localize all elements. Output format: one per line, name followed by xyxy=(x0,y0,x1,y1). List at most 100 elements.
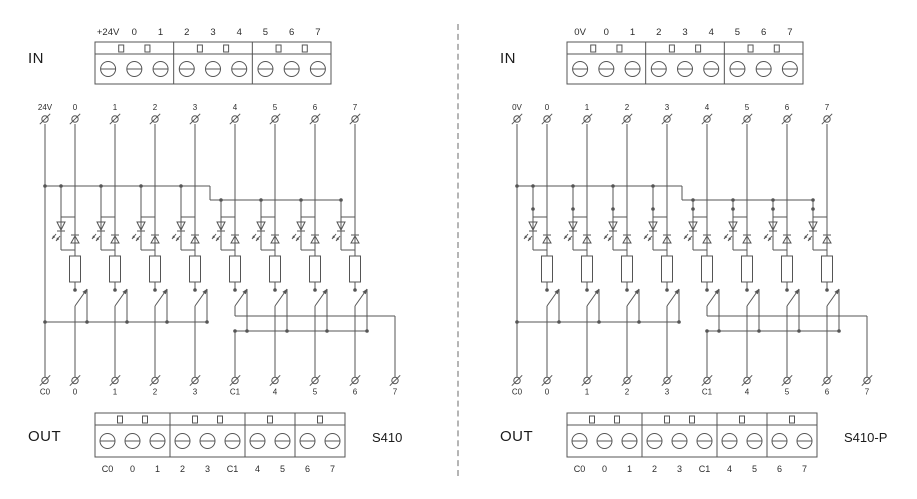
wire-bottom-point xyxy=(583,376,591,385)
wire-bottom-label: 0 xyxy=(545,388,550,397)
out-label: OUT xyxy=(28,428,62,445)
resistor xyxy=(149,255,161,283)
wire-bottom-point xyxy=(41,376,49,385)
arrowhead xyxy=(634,289,639,295)
clamp-slot xyxy=(664,415,670,424)
wire-top-point xyxy=(823,115,831,123)
wire-top-label: 4 xyxy=(233,103,238,112)
wire-bottom-label: 3 xyxy=(665,388,670,397)
junction-dot xyxy=(313,288,317,292)
wire-top-point xyxy=(583,115,591,123)
in-terminal-label: 4 xyxy=(709,27,714,38)
junction-dot xyxy=(545,288,549,292)
clamp-slot xyxy=(739,415,745,424)
in-label: IN xyxy=(500,50,516,67)
wire-top-label: 6 xyxy=(313,103,318,112)
arrowhead xyxy=(92,235,96,239)
wire-top-label: 0 xyxy=(73,103,78,112)
arrowhead xyxy=(808,237,812,241)
resistor xyxy=(541,255,553,283)
wire-bottom-point-slash xyxy=(389,374,401,387)
wire-bottom-point xyxy=(391,376,399,385)
wire-top-point xyxy=(543,115,551,123)
wire-top-label: 0V xyxy=(512,103,522,112)
wire-top-point-slash xyxy=(741,113,753,125)
clamp-slot xyxy=(223,44,230,53)
wire-bottom-point-slash xyxy=(861,374,873,387)
led-triangle xyxy=(96,221,106,232)
junction-dot xyxy=(139,184,143,188)
wire-bottom-point-slash xyxy=(511,374,523,387)
resistor xyxy=(309,255,321,283)
arrowhead xyxy=(52,235,56,239)
arrowhead xyxy=(296,237,300,241)
wire-bottom-point-slash xyxy=(149,374,161,387)
junction-dot xyxy=(219,198,223,202)
junction-dot xyxy=(771,198,775,202)
clamp-slot xyxy=(267,415,273,424)
wire-bottom-label: 3 xyxy=(193,388,198,397)
led-triangle xyxy=(56,221,66,232)
clamp-slot xyxy=(789,415,795,424)
clamp-slot xyxy=(118,44,125,53)
wire-top-label: 24V xyxy=(38,103,53,112)
junction-dot xyxy=(339,198,343,202)
wire-top-point xyxy=(151,115,159,123)
wire-bottom-point xyxy=(111,376,119,385)
terminal-block xyxy=(566,412,818,458)
junction-dot xyxy=(571,207,575,211)
wire-top-point xyxy=(783,115,791,123)
in-terminal-label: 3 xyxy=(210,27,215,38)
clamp-slot xyxy=(614,415,620,424)
clamp-slot xyxy=(590,44,597,53)
resistor xyxy=(229,255,241,283)
in-terminal-label: 1 xyxy=(158,27,163,38)
junction-dot xyxy=(585,288,589,292)
wire-bottom-label: 1 xyxy=(113,388,118,397)
clamp-slot xyxy=(117,415,123,424)
wire-bottom-point-slash xyxy=(821,374,833,387)
resistor xyxy=(741,255,753,283)
out-terminal-label: 1 xyxy=(627,464,632,474)
wire-top-point-slash xyxy=(109,113,121,125)
wire-bottom-point-slash xyxy=(621,374,633,387)
arrowhead xyxy=(764,235,768,239)
clamp-slot xyxy=(301,44,308,53)
arrowhead xyxy=(714,289,719,295)
arrowhead xyxy=(804,235,808,239)
out-terminal-label: 0 xyxy=(602,464,607,474)
arrowhead xyxy=(202,289,207,295)
wire-bottom-point-slash xyxy=(189,374,201,387)
in-terminal-label: +24V xyxy=(97,27,120,38)
wire-top-label: 1 xyxy=(585,103,590,112)
resistor xyxy=(621,255,633,283)
junction-dot xyxy=(299,198,303,202)
wire-top-point xyxy=(231,115,239,123)
junction-dot xyxy=(837,329,841,333)
arrowhead xyxy=(684,235,688,239)
in-terminal-label: 0V xyxy=(574,27,586,38)
arrowhead xyxy=(362,289,367,295)
arrowhead xyxy=(212,235,216,239)
wire-bottom-point xyxy=(231,376,239,385)
wire-bottom-point-slash xyxy=(69,374,81,387)
arrowhead xyxy=(96,237,100,241)
out-terminal-label: 4 xyxy=(255,464,260,474)
diode-triangle xyxy=(742,234,752,244)
wire-bottom-label: 6 xyxy=(353,388,358,397)
in-terminal-label: 0 xyxy=(132,27,137,38)
arrowhead xyxy=(688,237,692,241)
wire-top-label: 3 xyxy=(665,103,670,112)
clamp-slot xyxy=(747,44,754,53)
resistor xyxy=(701,255,713,283)
arrowhead xyxy=(768,237,772,241)
junction-dot xyxy=(531,207,535,211)
junction-dot xyxy=(705,288,709,292)
out-terminal-label: C0 xyxy=(102,464,114,474)
diode-triangle xyxy=(150,234,160,244)
arrowhead xyxy=(834,289,839,295)
wire-top-label: 1 xyxy=(113,103,118,112)
resistor xyxy=(269,255,281,283)
out-terminal-label: 7 xyxy=(802,464,807,474)
clamp-slot xyxy=(616,44,623,53)
